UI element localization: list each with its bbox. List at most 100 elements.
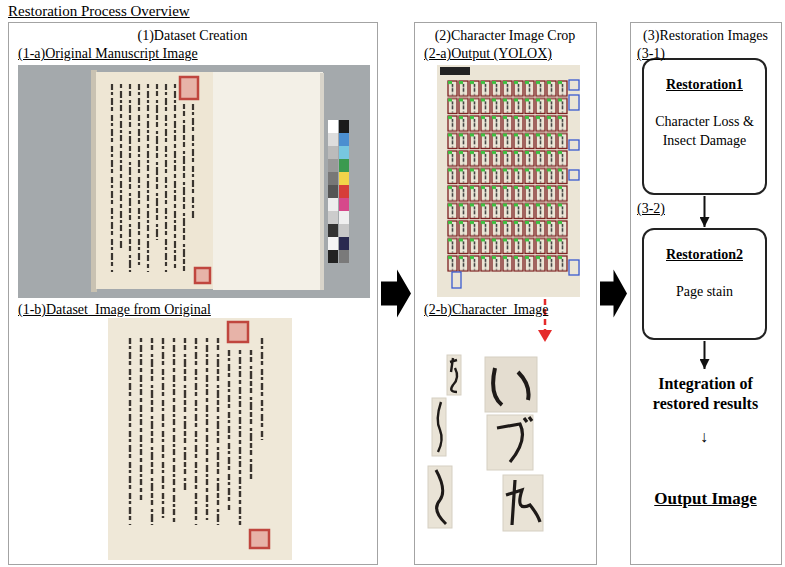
manuscript-photo <box>18 65 370 298</box>
text-column <box>111 84 113 272</box>
chart-patch <box>328 133 338 146</box>
page-edge <box>320 73 324 290</box>
glyph-stroke <box>436 470 446 524</box>
text-column <box>162 338 164 518</box>
process-box: Restoration2Page stain <box>642 228 767 340</box>
chart-patch <box>339 224 349 237</box>
detection-box <box>569 170 579 180</box>
left-page <box>96 72 213 289</box>
crop-image <box>428 466 452 528</box>
detection-boxes <box>452 80 579 288</box>
text-column <box>147 84 149 272</box>
calligraphy-columns <box>112 84 193 272</box>
dataset-page <box>108 318 292 560</box>
calligraphy-columns <box>130 338 262 525</box>
yolox-output <box>437 65 580 342</box>
chart-patch <box>328 172 338 185</box>
chart-patch <box>328 146 338 159</box>
box-body: Character Loss & Insect Damage <box>650 113 759 151</box>
text-column <box>217 338 219 525</box>
text-column <box>261 338 263 440</box>
result-text: Integration of restored results <box>631 370 780 414</box>
stage-panel: Restoration1Character Loss & Insect Dama… <box>630 22 782 565</box>
text-column <box>250 350 252 480</box>
text-column <box>129 84 131 272</box>
detection-box <box>569 260 579 275</box>
chart-patch <box>339 159 349 172</box>
page-ground <box>108 318 292 560</box>
stage-arrow <box>381 270 411 318</box>
glyph-stroke <box>506 480 540 525</box>
panel-heading: (2)Character Image Crop <box>415 28 595 44</box>
flow-arrow-glyph: ↓ <box>694 428 714 446</box>
text-column <box>129 338 131 525</box>
chart-patch <box>339 237 349 250</box>
panel-heading: (1)Dataset Creation <box>9 28 376 44</box>
chart-patch <box>328 211 338 224</box>
text-column <box>239 350 241 525</box>
text-column <box>140 338 142 500</box>
seal-stamp <box>228 322 248 342</box>
text-column <box>151 338 153 525</box>
color-chart <box>328 120 349 263</box>
chart-patch <box>328 237 338 250</box>
process-box: Restoration1Character Loss & Insect Dama… <box>642 58 767 195</box>
page-ground <box>437 65 580 297</box>
chart-patch <box>328 224 338 237</box>
glyph-stroke <box>438 402 442 452</box>
step-label: (3-2) <box>637 201 665 217</box>
result-text: Integration of restored results <box>631 374 780 414</box>
detection-grid <box>447 80 568 272</box>
section-label: (1-b)Dataset_Image from Original <box>18 302 211 318</box>
detection-box <box>452 272 461 288</box>
detection-box <box>569 140 579 150</box>
text-column <box>156 84 158 240</box>
box-title: Restoration1 <box>666 77 743 93</box>
detection-box <box>569 80 579 90</box>
text-column <box>138 84 140 265</box>
crop-image <box>503 475 543 531</box>
glyph-stroke <box>493 368 528 405</box>
box-title: Restoration2 <box>666 247 743 263</box>
chart-patch <box>328 185 338 198</box>
text-column <box>192 104 194 220</box>
glyph-stroke <box>450 358 457 392</box>
chart-patch <box>339 120 349 133</box>
output-text: Output Image <box>631 485 780 509</box>
glyph-stroke <box>497 417 532 462</box>
panel-heading: (3)Restoration Images <box>631 28 780 44</box>
seal-stamp <box>195 268 210 283</box>
crop-image <box>485 357 537 412</box>
stage-arrow <box>600 270 627 318</box>
chart-patch <box>339 198 349 211</box>
crop-image <box>447 355 461 395</box>
section-label: (2-b)Character_Image <box>424 302 548 318</box>
character-crops <box>428 355 543 531</box>
chart-patch <box>328 250 338 263</box>
section-label: (2-a)Output (YOLOX) <box>424 46 552 62</box>
crop-image <box>432 398 446 456</box>
text-column <box>195 338 197 525</box>
text-column <box>183 104 185 272</box>
text-column <box>120 84 122 250</box>
text-column <box>206 338 208 520</box>
text-column <box>174 84 176 268</box>
chart-patch <box>339 146 349 159</box>
chart-patch <box>328 198 338 211</box>
flow-arrow <box>704 341 706 369</box>
step-label: (3-1) <box>637 46 665 62</box>
chart-patch <box>339 185 349 198</box>
detection-box <box>569 95 579 110</box>
stage-panel: (1)Dataset Creation(1-a)Original Manuscr… <box>8 22 378 565</box>
flow-arrow <box>704 196 706 227</box>
chart-patch <box>328 120 338 133</box>
chart-patch <box>339 211 349 224</box>
chart-patch <box>339 250 349 263</box>
seal-stamp <box>180 77 198 99</box>
text-column <box>165 84 167 272</box>
box-body: Page stain <box>676 283 733 302</box>
text-column <box>228 350 230 510</box>
chart-patch <box>339 133 349 146</box>
score-tag <box>440 67 470 75</box>
